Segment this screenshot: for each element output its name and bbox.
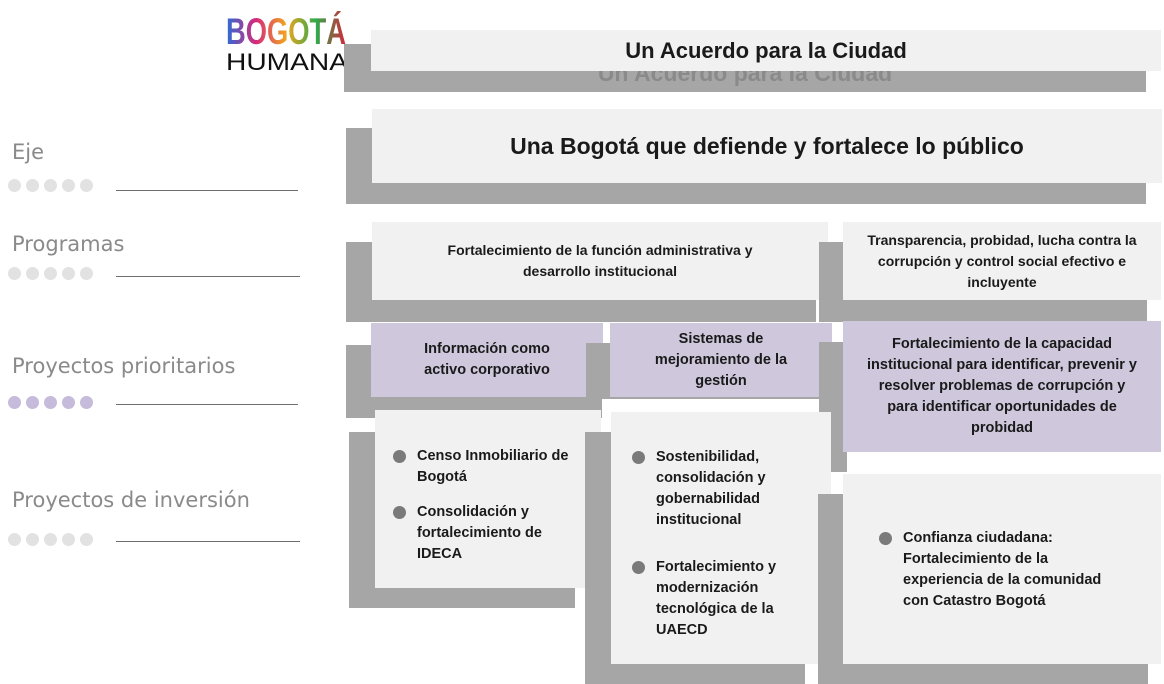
list-item: Consolidación y fortalecimiento de IDECA bbox=[393, 502, 589, 565]
bullet-icon bbox=[632, 561, 645, 574]
eje-box: Una Bogotá que defiende y fortalece lo p… bbox=[372, 109, 1162, 183]
bullet-icon bbox=[632, 451, 645, 464]
level-dots-eje bbox=[8, 179, 98, 192]
inversion-1-list: Censo Inmobiliario de Bogotá Consolidaci… bbox=[393, 446, 589, 579]
level-label-prioritarios: Proyectos prioritarios bbox=[12, 354, 236, 378]
prioritario-2-box: Sistemas de mejoramiento de la gestión bbox=[610, 323, 832, 397]
inversion-1-box bbox=[375, 410, 601, 588]
bogota-humana-logo: BOGOTÁ HUMANA bbox=[222, 8, 352, 76]
level-line-prioritarios bbox=[116, 404, 298, 405]
inversion-2-list: Sostenibilidad, consolidación y gobernab… bbox=[632, 447, 814, 655]
level-dots-prioritarios bbox=[8, 396, 98, 409]
level-label-inversion: Proyectos de inversión bbox=[12, 488, 250, 512]
level-label-eje: Eje bbox=[12, 140, 45, 164]
logo-line1: BOGOTÁ bbox=[226, 11, 346, 52]
level-line-inversion bbox=[116, 541, 300, 542]
level-label-programas: Programas bbox=[12, 232, 125, 256]
level-line-programas bbox=[116, 276, 300, 277]
level-line-eje bbox=[116, 190, 298, 191]
level-dots-inversion bbox=[8, 533, 98, 546]
logo-line2: HUMANA bbox=[226, 49, 348, 72]
inversion-2-box bbox=[611, 412, 831, 664]
header-title: Un Acuerdo para la Ciudad bbox=[371, 30, 1161, 71]
prioritario-1-box: Información como activo corporativo bbox=[371, 323, 603, 397]
list-item: Sostenibilidad, consolidación y gobernab… bbox=[632, 447, 814, 531]
programa-1-box: Fortalecimiento de la función administra… bbox=[372, 222, 828, 300]
inversion-3-box bbox=[843, 474, 1161, 664]
logo-graphic: BOGOTÁ HUMANA bbox=[226, 11, 348, 76]
programa-2-box: Transparencia, probidad, lucha contra la… bbox=[843, 222, 1161, 300]
prioritario-3-box: Fortalecimiento de la capacidad instituc… bbox=[843, 321, 1161, 452]
list-item: Fortalecimiento y modernización tecnológ… bbox=[632, 557, 814, 641]
bullet-icon bbox=[393, 450, 406, 463]
list-item: Confianza ciudadana: Fortalecimiento de … bbox=[879, 528, 1129, 612]
bullet-icon bbox=[393, 506, 406, 519]
inversion-3-list: Confianza ciudadana: Fortalecimiento de … bbox=[879, 528, 1129, 626]
bullet-icon bbox=[879, 532, 892, 545]
list-item: Censo Inmobiliario de Bogotá bbox=[393, 446, 589, 488]
level-dots-programas bbox=[8, 267, 98, 280]
